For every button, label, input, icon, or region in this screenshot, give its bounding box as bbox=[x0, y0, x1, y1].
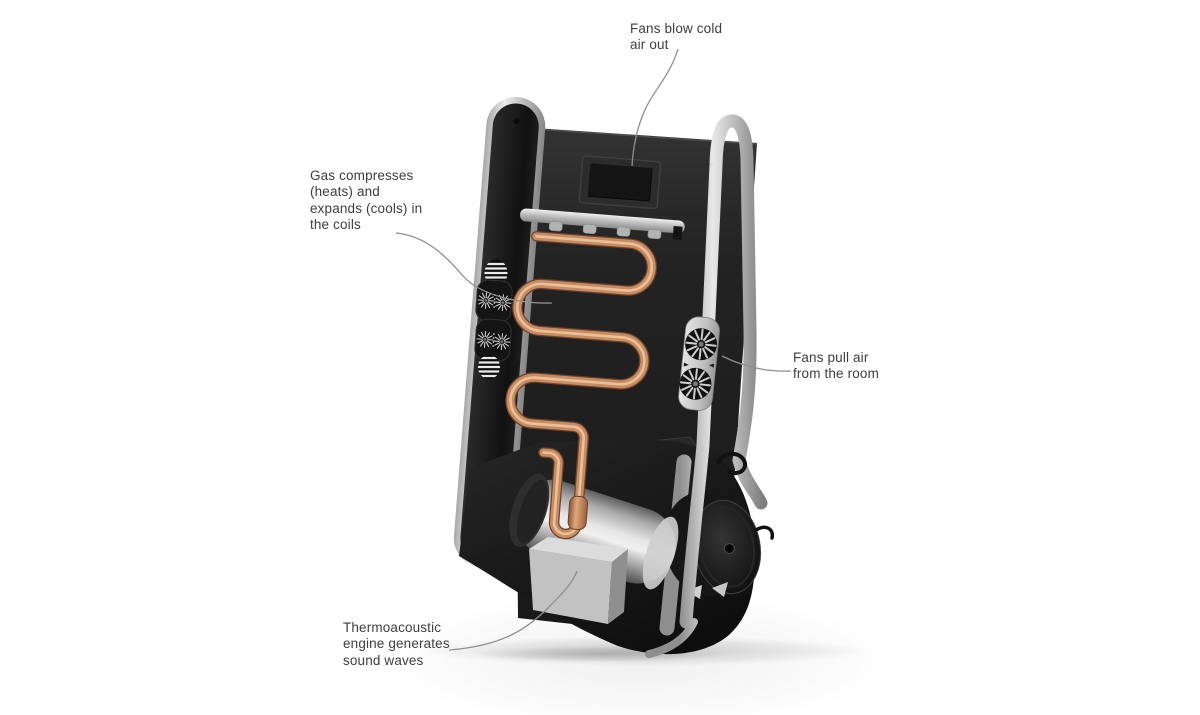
cable-hook bbox=[754, 525, 775, 540]
copper-coil bbox=[505, 231, 658, 540]
pipe-fitting bbox=[567, 495, 589, 531]
right-fan-grille bbox=[676, 316, 720, 411]
speaker-drum bbox=[663, 492, 762, 596]
annotation-fans-pull-air: Fans pull air from the room bbox=[793, 350, 879, 382]
annotation-gas-coils: Gas compresses (heats) and expands (cool… bbox=[310, 168, 423, 233]
engine-base-block bbox=[529, 537, 628, 624]
pillar-screw-hole bbox=[513, 118, 520, 125]
highlight-wedge bbox=[712, 582, 728, 597]
leader-line-gas-coils bbox=[395, 232, 553, 304]
leader-line-fans-pull bbox=[721, 355, 792, 372]
leader-line-fans-blow bbox=[631, 48, 679, 167]
cable-hook bbox=[716, 451, 748, 475]
leader-line-engine bbox=[448, 570, 578, 651]
annotation-thermoacoustic-engine: Thermoacoustic engine generates sound wa… bbox=[343, 620, 450, 668]
right-frame-loop bbox=[679, 114, 768, 629]
frame-bottom-curl bbox=[645, 618, 698, 658]
annotation-fans-blow-cold: Fans blow cold air out bbox=[630, 21, 723, 53]
top-vent bbox=[578, 155, 662, 210]
heat-sink-bar bbox=[520, 208, 685, 240]
